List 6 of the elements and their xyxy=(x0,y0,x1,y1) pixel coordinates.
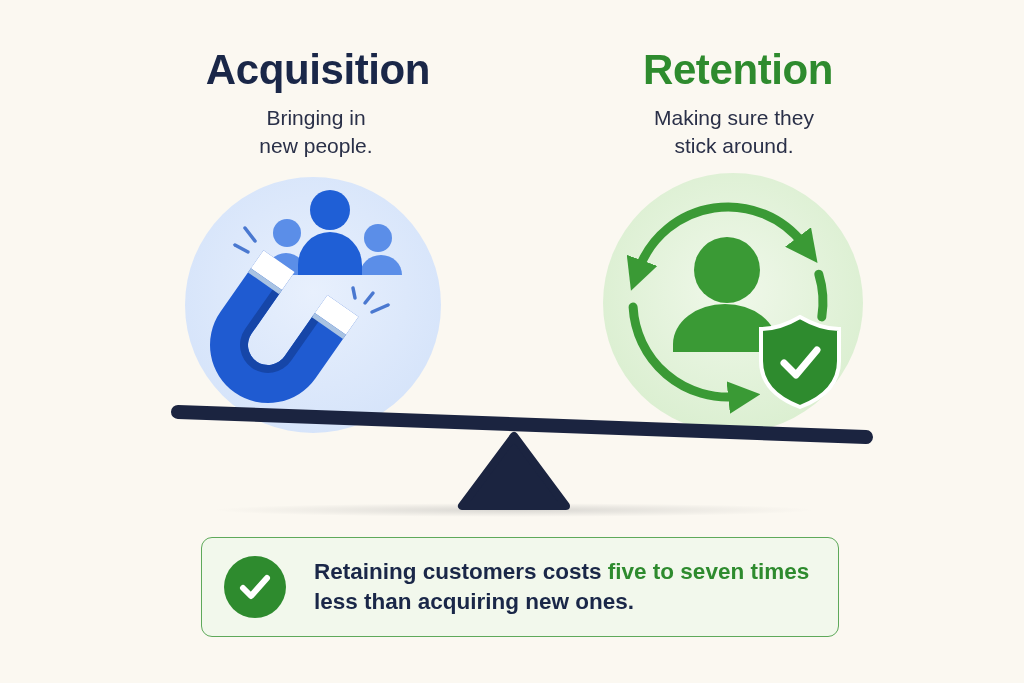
section-heading: Acquisition xyxy=(205,46,431,94)
callout-box xyxy=(201,537,839,637)
section-subtitle: Making sure they stick around. xyxy=(653,105,815,159)
callout-text: Retaining customers costs five to seven times less than acquiring new ones. xyxy=(314,558,811,616)
section-subtitle: Bringing in new people. xyxy=(258,105,374,159)
section-heading: Retention xyxy=(642,46,834,94)
